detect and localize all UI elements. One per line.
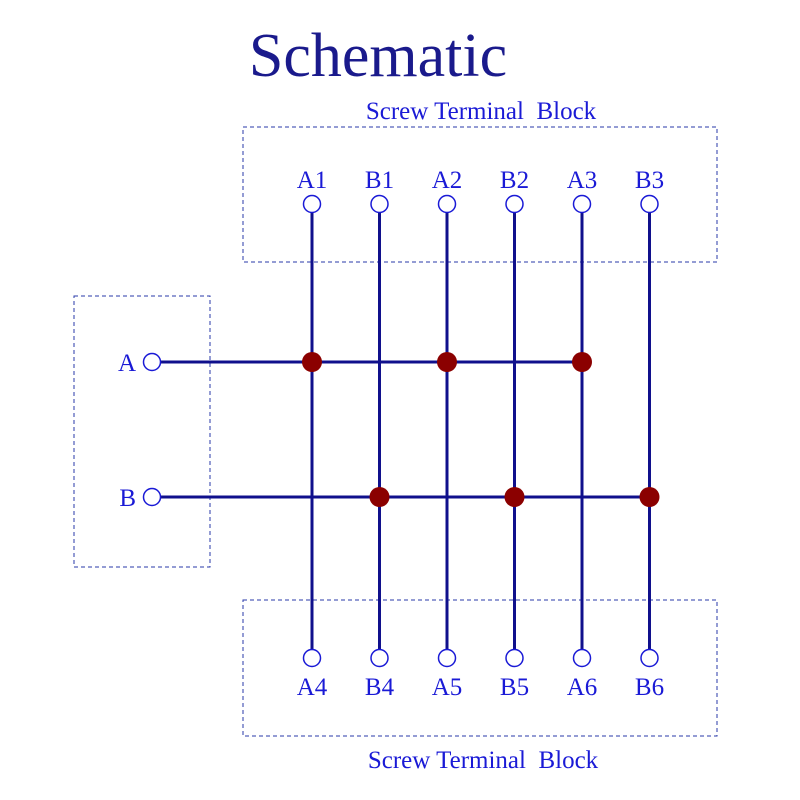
junction-dot <box>437 352 457 372</box>
input-block-box <box>73 295 211 568</box>
bottom-terminal-label: B4 <box>365 674 395 701</box>
bottom-terminal-block-box <box>242 599 718 737</box>
junction-dot <box>302 352 322 372</box>
input-terminal-a <box>142 352 162 372</box>
input-label: B <box>119 485 136 512</box>
bottom-terminal-label: A4 <box>297 674 328 701</box>
bottom-terminal-label: B5 <box>500 674 529 701</box>
junction-dot <box>504 487 525 507</box>
bottom-terminal-b5 <box>505 648 524 668</box>
top-terminal-label: B2 <box>500 167 529 194</box>
bottom-terminal-a4 <box>302 648 322 668</box>
input-terminal-b <box>142 487 162 507</box>
junction-dot <box>572 352 592 372</box>
bottom-terminal-a6 <box>572 648 592 668</box>
bottom-terminal-block-label: Screw Terminal Block <box>368 747 599 774</box>
top-terminal-b2 <box>505 194 524 214</box>
top-terminal-b3 <box>640 194 659 214</box>
bottom-terminal-a5 <box>437 648 457 668</box>
junction-dot <box>369 487 390 507</box>
top-terminal-label: A1 <box>297 167 328 194</box>
bottom-terminal-label: A5 <box>432 674 463 701</box>
page-title: Schematic <box>249 22 507 90</box>
top-terminal-label: B3 <box>635 167 664 194</box>
bottom-terminal-b6 <box>640 648 659 668</box>
terminals <box>142 194 659 668</box>
input-label: A <box>118 350 136 377</box>
top-terminal-block-label: Screw Terminal Block <box>366 98 597 125</box>
bottom-terminal-label: A6 <box>567 674 598 701</box>
bottom-terminal-b4 <box>370 648 389 668</box>
top-terminal-b1 <box>370 194 389 214</box>
top-terminal-a3 <box>572 194 592 214</box>
top-terminal-label: B1 <box>365 167 394 194</box>
junction-dot <box>639 487 660 507</box>
top-terminal-block-box <box>242 126 718 263</box>
top-terminal-label: A2 <box>432 167 463 194</box>
wires <box>160 212 651 650</box>
top-terminal-a2 <box>437 194 457 214</box>
junctions <box>302 352 660 507</box>
bottom-terminal-label: B6 <box>635 674 664 701</box>
top-terminal-label: A3 <box>567 167 598 194</box>
top-terminal-a1 <box>302 194 322 214</box>
